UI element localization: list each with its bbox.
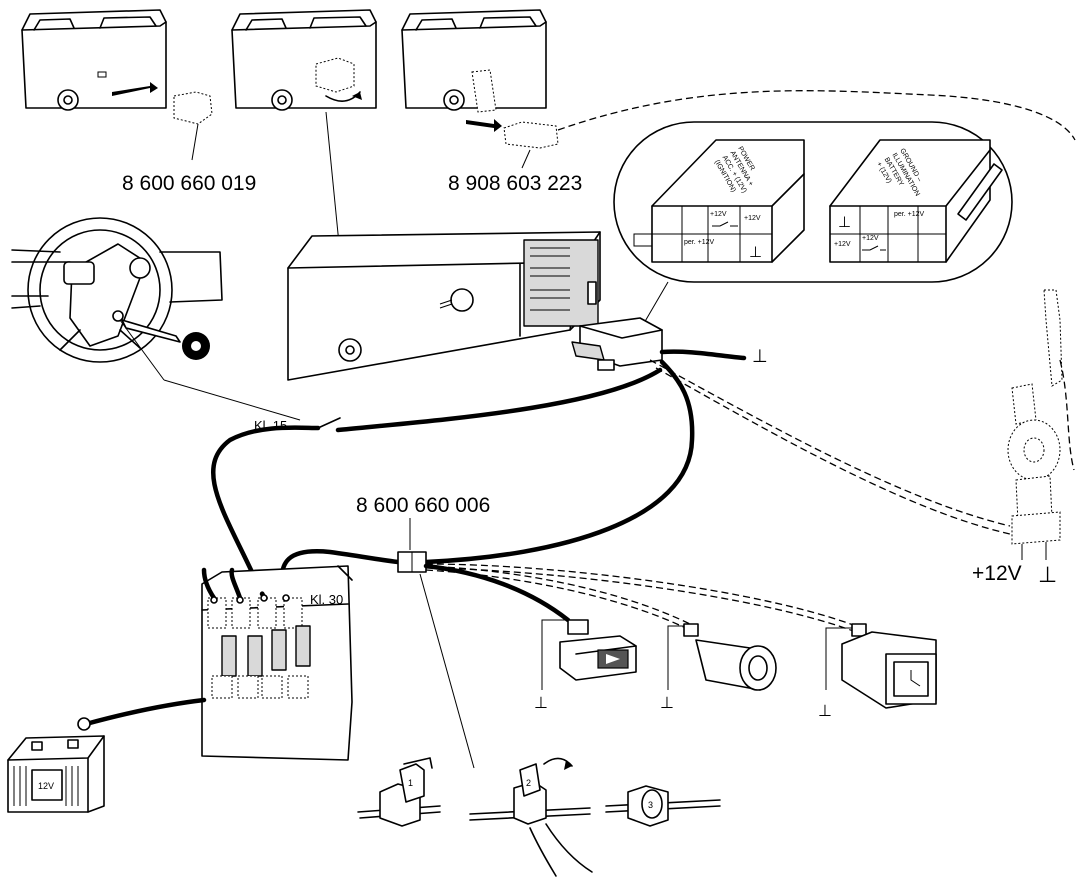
radio-back-view-2: [231, 9, 377, 111]
terminal-battery-label: Kl. 30: [310, 592, 343, 607]
part-number-antenna-adapter: 8 908 603 223: [448, 172, 582, 195]
conn-left-cell-2: +12V: [744, 215, 761, 222]
antenna-supply-label: +12V: [972, 562, 1022, 585]
part-number-connector-clip: 8 600 660 019: [122, 172, 256, 195]
conn-right-cell-2: per. +12V: [894, 211, 924, 218]
ground-symbol-radio: ⊥: [752, 346, 768, 366]
radio-harness-plug: [571, 317, 663, 371]
antenna-lead-dashed: [557, 90, 1076, 141]
crimp-step-label-2: 2: [526, 778, 531, 788]
conn-right-cell-3: +12V: [834, 241, 851, 248]
crimp-step-3: [605, 785, 721, 827]
accessory-clock: ⊥: [818, 623, 937, 720]
conn-right-cell-4: +12V: [862, 235, 879, 242]
conn-left-cell-3: per. +12V: [684, 239, 714, 246]
ground-symbol-switch: ⊥: [534, 695, 548, 712]
battery-voltage-label: 12V: [38, 781, 54, 791]
power-antenna: [1007, 289, 1075, 560]
part-number-wire-splice: 8 600 660 006: [356, 494, 490, 517]
conn-left-cell-5: ⊥: [749, 244, 762, 261]
fuse-box: [201, 565, 353, 761]
accessory-lighter: ⊥: [660, 623, 777, 712]
radio-unit: [287, 231, 601, 381]
main-wiring: [211, 359, 1011, 597]
steering-wheel-ignition: [11, 217, 223, 363]
conn-left-cell-1: +12V: [710, 211, 727, 218]
conn-right-cell-1: ⊥: [838, 214, 851, 231]
ground-symbol-antenna: ⊥: [1038, 562, 1057, 587]
accessory-switch: ⊥: [534, 619, 637, 712]
crimp-step-1: [357, 757, 441, 827]
crimp-step-label-3: 3: [648, 800, 653, 810]
connector-pinout-bubble: POWER ANTENNA + ACC. + (12V) (IGNITION) …: [613, 121, 1013, 283]
ground-symbol-lighter: ⊥: [660, 695, 674, 712]
ground-symbol-clock: ⊥: [818, 703, 832, 720]
crimp-step-2: [469, 757, 593, 877]
connector-block-left: POWER ANTENNA + ACC. + (12V) (IGNITION) …: [633, 139, 805, 263]
crimp-step-label-1: 1: [408, 778, 413, 788]
radio-back-view-1: [21, 9, 213, 125]
wire-splice: [397, 551, 427, 573]
battery: [7, 735, 105, 813]
connector-block-right: GROUND – ILLUMINATION BATTERY + (12V) ⊥ …: [829, 139, 1003, 263]
terminal-ignition-label: Kl. 15: [254, 418, 287, 433]
radio-back-view-3: [401, 9, 559, 149]
